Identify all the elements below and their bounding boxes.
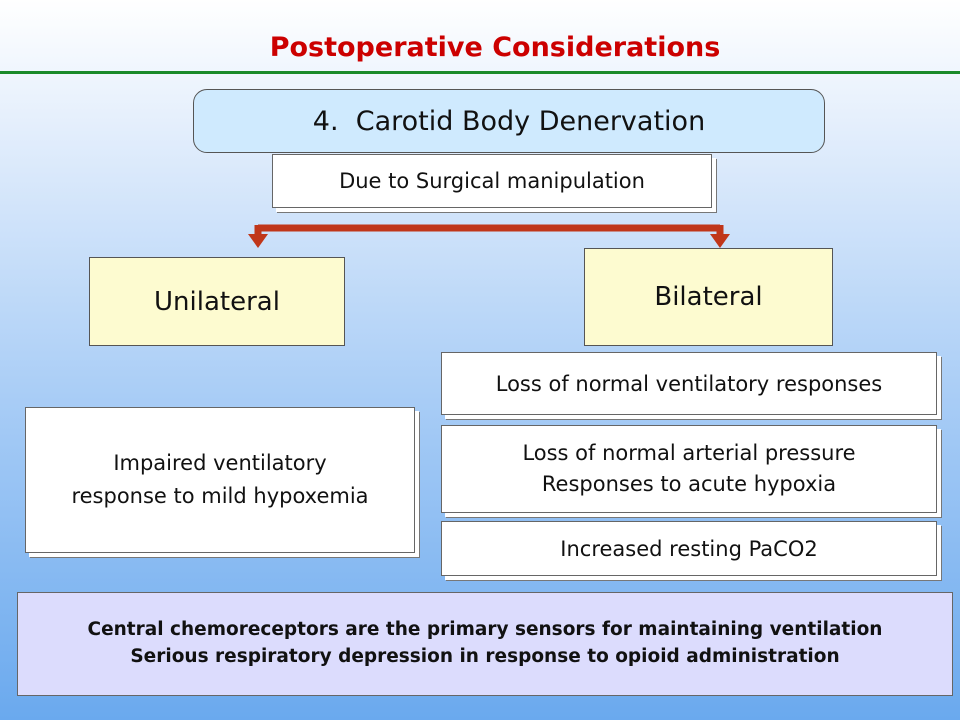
left-arrow-head [248,234,268,248]
cause-text: Due to Surgical manipulation [339,169,645,193]
summary-note: Central chemoreceptors are the primary s… [17,592,953,696]
bilateral-label: Bilateral [654,282,763,312]
unilateral-box: Unilateral [89,257,345,346]
topic-number: 4. [312,105,339,137]
bilateral-box: Bilateral [584,248,833,346]
bilateral-effect-box: Increased resting PaCO2 [441,521,937,576]
bilateral-effect-box: Loss of normal ventilatory responses [441,352,937,415]
topic-header: 4. Carotid Body Denervation [193,89,825,153]
bilateral-effect-line: Loss of normal arterial pressure [522,440,856,465]
bilateral-effect-line: Increased resting PaCO2 [560,536,818,561]
unilateral-effect-line: Impaired ventilatory [113,451,327,476]
topic-text: Carotid Body Denervation [355,105,706,137]
unilateral-effect-line: response to mild hypoxemia [71,484,369,508]
bilateral-effect-line: Responses to acute hypoxia [541,472,837,496]
bilateral-effect-box: Loss of normal arterial pressure Respons… [441,425,937,513]
bilateral-effect-line: Loss of normal ventilatory responses [495,371,883,396]
unilateral-effect-box: Impaired ventilatory response to mild hy… [25,407,415,553]
page-title: Postoperative Considerations [269,32,721,63]
summary-line: Serious respiratory depression in respon… [130,646,840,667]
summary-line: Central chemoreceptors are the primary s… [87,619,883,641]
cause-box: Due to Surgical manipulation [272,154,712,208]
unilateral-label: Unilateral [154,286,280,317]
right-arrow-head [710,234,730,248]
title-divider [0,71,960,74]
